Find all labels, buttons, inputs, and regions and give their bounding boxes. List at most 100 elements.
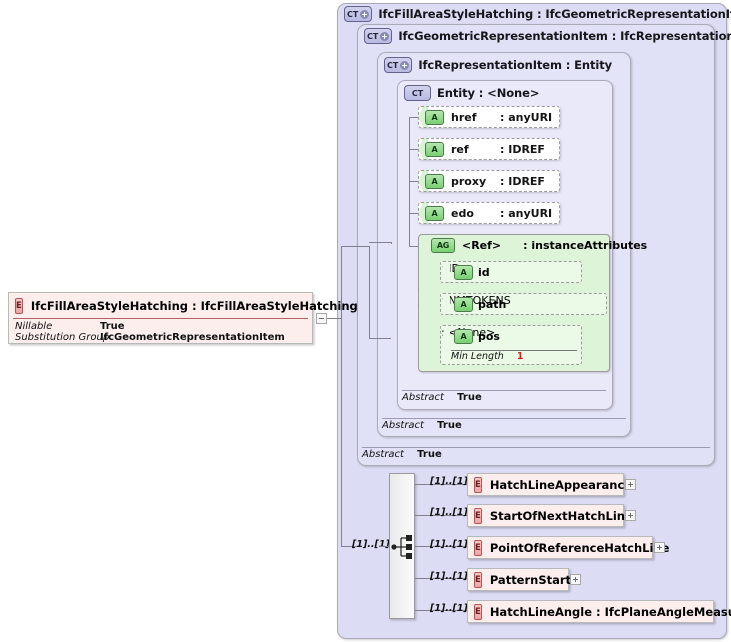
child-cardinality: [1]..[1] bbox=[430, 571, 468, 582]
abstract-row-ifcgeometricrepresentationitem: Abstract True bbox=[362, 447, 710, 460]
element-pointofreferencehatchline[interactable]: E PointOfReferenceHatchLine bbox=[467, 536, 669, 559]
connector-line bbox=[415, 578, 467, 579]
attribute-path[interactable]: A path : NMTOKENS bbox=[440, 293, 607, 315]
element-icon: E bbox=[474, 571, 482, 588]
expand-plus-box[interactable] bbox=[625, 510, 636, 521]
complextype-label: IfcRepresentationItem : Entity bbox=[418, 58, 613, 72]
complextype-title-ifcgeometricrepresentationitem: CT IfcGeometricRepresentationItem : IfcR… bbox=[364, 28, 731, 44]
connector-line bbox=[327, 318, 341, 319]
attribute-icon: A bbox=[454, 329, 473, 344]
attribute-type: : anyURI bbox=[500, 206, 553, 220]
attribute-id[interactable]: A id : ID bbox=[440, 261, 582, 283]
element-label: PatternStart bbox=[489, 572, 572, 587]
connector-line bbox=[409, 117, 418, 118]
complextype-icon[interactable]: CT bbox=[404, 85, 431, 101]
expand-plus-box[interactable] bbox=[625, 479, 636, 490]
abstract-value: True bbox=[437, 420, 462, 431]
child-cardinality: [1]..[1] bbox=[430, 603, 468, 614]
connector-line bbox=[369, 246, 370, 338]
child-cardinality: [1]..[1] bbox=[430, 539, 468, 550]
attribute-group-name: <Ref> bbox=[462, 239, 502, 252]
connector-line bbox=[409, 246, 418, 247]
connector-line bbox=[415, 484, 467, 485]
property-key: Nillable bbox=[15, 321, 53, 332]
root-element-property-substitution-group: Substitution Group bbox=[15, 332, 109, 343]
complextype-title-ifcfillareastylehatching: CT IfcFillAreaStyleHatching : IfcGeometr… bbox=[344, 6, 731, 22]
complextype-label: IfcFillAreaStyleHatching : IfcGeometricR… bbox=[378, 7, 731, 21]
complextype-label: Entity : <None> bbox=[437, 86, 540, 100]
complextype-expandable-icon[interactable]: CT bbox=[344, 6, 373, 22]
complextype-expandable-icon[interactable]: CT bbox=[364, 28, 393, 44]
attribute-type: : anyURI bbox=[500, 110, 553, 124]
abstract-row-entity: Abstract True bbox=[402, 390, 606, 403]
property-key: Substitution Group bbox=[15, 332, 110, 343]
connector-line bbox=[409, 149, 418, 150]
expand-plus-box[interactable] bbox=[570, 574, 581, 585]
abstract-value: True bbox=[457, 392, 482, 403]
attribute-edo[interactable]: A edo : anyURI bbox=[418, 202, 560, 224]
attribute-icon: A bbox=[425, 173, 444, 189]
attribute-pos[interactable]: A pos : <None> Min Length 1 bbox=[440, 325, 582, 365]
element-hatchlineappearance[interactable]: E HatchLineAppearance bbox=[467, 473, 632, 496]
attribute-proxy[interactable]: A proxy : IDREF bbox=[418, 170, 560, 192]
expand-plus-icon[interactable] bbox=[380, 31, 390, 41]
element-label: HatchLineAngle : IfcPlaneAngleMeasure bbox=[489, 604, 731, 619]
attribute-icon: A bbox=[425, 141, 444, 157]
connector-line bbox=[409, 117, 410, 247]
element-icon: E bbox=[474, 476, 482, 493]
connector-line bbox=[391, 242, 392, 244]
sequence-compositor[interactable] bbox=[389, 473, 415, 619]
attribute-name: ref bbox=[451, 142, 469, 156]
abstract-key: Abstract bbox=[402, 392, 444, 403]
connector-line bbox=[409, 213, 418, 214]
element-icon: E bbox=[474, 603, 482, 620]
abstract-key: Abstract bbox=[362, 449, 404, 460]
attribute-name: pos bbox=[478, 330, 500, 343]
child-cardinality: [1]..[1] bbox=[430, 476, 468, 487]
root-element-property-substitution-group-value: IfcGeometricRepresentationItem bbox=[100, 332, 285, 343]
attribute-type: : IDREF bbox=[500, 174, 545, 188]
attribute-ref[interactable]: A ref : IDREF bbox=[418, 138, 560, 160]
attribute-name: proxy bbox=[451, 174, 487, 188]
attribute-icon: A bbox=[425, 205, 444, 221]
connector-line bbox=[341, 246, 369, 247]
root-element-label: IfcFillAreaStyleHatching : IfcFillAreaSt… bbox=[30, 299, 358, 313]
expand-plus-icon[interactable] bbox=[360, 9, 370, 19]
root-element-property-nillable-value: True bbox=[100, 321, 125, 332]
attribute-group-type: : instanceAttributes bbox=[523, 239, 648, 252]
complextype-title-entity: CT Entity : <None> bbox=[404, 85, 539, 101]
attribute-href[interactable]: A href : anyURI bbox=[418, 106, 560, 128]
abstract-row-ifcrepresentationitem: Abstract True bbox=[382, 418, 626, 431]
attribute-name: edo bbox=[451, 206, 474, 220]
collapse-minus-box[interactable] bbox=[316, 313, 327, 324]
sequence-icon bbox=[391, 535, 412, 559]
facet-value: 1 bbox=[516, 351, 524, 362]
abstract-value: True bbox=[417, 449, 442, 460]
expand-plus-box[interactable] bbox=[654, 542, 665, 553]
element-hatchlineangle[interactable]: E HatchLineAngle : IfcPlaneAngleMeasure bbox=[467, 600, 731, 623]
element-patternstart[interactable]: E PatternStart bbox=[467, 568, 572, 591]
attribute-name: id bbox=[478, 266, 490, 279]
root-element-ifcfillareastylehatching[interactable]: E IfcFillAreaStyleHatching : IfcFillArea… bbox=[8, 292, 358, 344]
attribute-icon: A bbox=[454, 265, 473, 280]
property-value: IfcGeometricRepresentationItem bbox=[100, 332, 285, 343]
connector-line bbox=[341, 546, 357, 547]
attribute-group-ref[interactable]: AG <Ref> : instanceAttributes A id : ID … bbox=[418, 234, 647, 372]
divider bbox=[13, 318, 308, 319]
connector-line bbox=[341, 246, 342, 546]
property-value: True bbox=[100, 321, 125, 332]
element-startofnexthatchline[interactable]: E StartOfNextHatchLine bbox=[467, 504, 633, 527]
attributegroup-icon: AG bbox=[431, 238, 455, 253]
connector-line bbox=[369, 242, 391, 243]
expand-plus-icon[interactable] bbox=[400, 60, 410, 70]
element-icon: E bbox=[474, 539, 482, 556]
complextype-expandable-icon[interactable]: CT bbox=[384, 57, 413, 73]
sequence-cardinality: [1]..[1] bbox=[352, 539, 390, 550]
element-icon: E bbox=[15, 298, 23, 314]
attribute-name: href bbox=[451, 110, 477, 124]
root-element-header: E IfcFillAreaStyleHatching : IfcFillArea… bbox=[15, 298, 358, 314]
element-label: HatchLineAppearance bbox=[489, 477, 633, 492]
attribute-name: path bbox=[478, 298, 507, 311]
root-element-property-nillable: Nillable bbox=[15, 321, 52, 332]
element-label: PointOfReferenceHatchLine bbox=[489, 540, 670, 555]
